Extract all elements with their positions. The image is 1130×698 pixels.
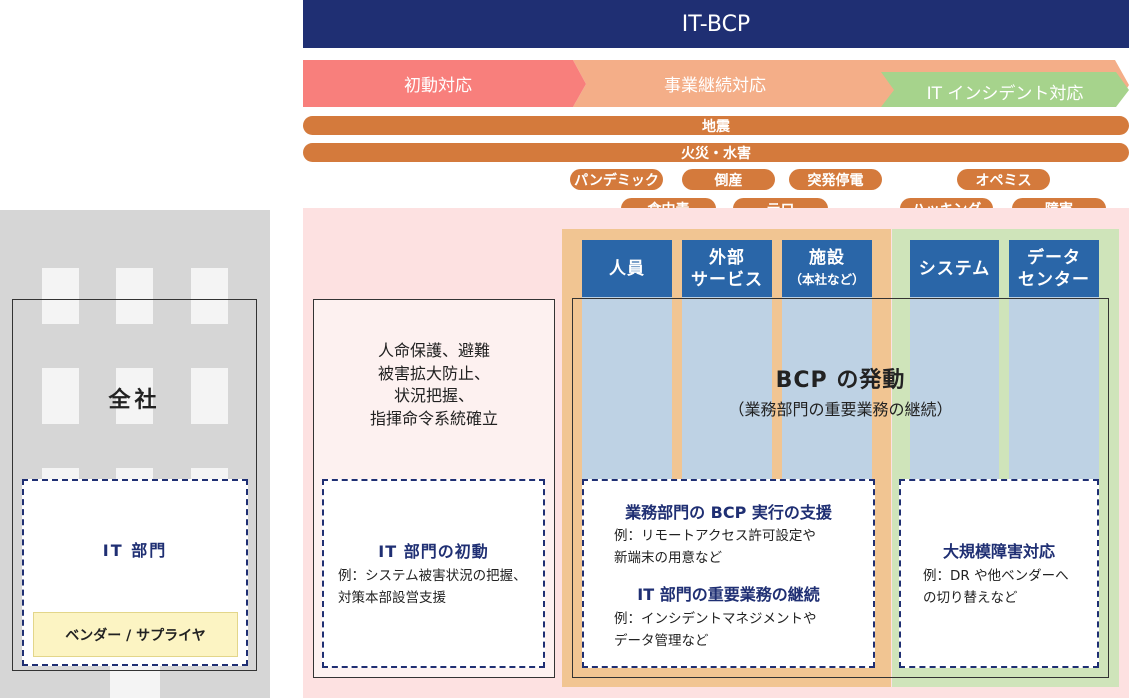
personnel-header: 人員 — [582, 240, 672, 297]
bcp-subtitle: （業務部門の重要業務の継続） — [728, 400, 953, 419]
initial-line: 被害拡大防止、 — [377, 363, 490, 383]
building-window — [191, 368, 228, 424]
personnel-header-label: 人員 — [609, 258, 645, 279]
facility-header-line1: 施設 — [809, 247, 845, 268]
phase-arrows — [303, 60, 1129, 107]
company-frame — [12, 299, 257, 671]
vendor-supplier-box: ベンダー / サプライヤ — [33, 612, 238, 657]
building-window — [116, 368, 153, 424]
initial-line: 指揮命令系統確立 — [369, 408, 498, 428]
initial-it-desc-line: 対策本部設営支援 — [338, 590, 446, 606]
building-window — [42, 268, 79, 324]
support-title-2: IT 部門の重要業務の継続 — [637, 585, 820, 604]
support-desc-2-line: データ管理など — [614, 633, 709, 649]
risk-fire-flood: 火災・水害 — [303, 143, 1129, 162]
phase-incident-label: IT インシデント対応 — [926, 84, 1084, 104]
phase-incident-arrow — [881, 72, 1129, 107]
system-header-label: システム — [918, 258, 991, 279]
system-header: システム — [910, 240, 999, 297]
company-it-label: IT 部門 — [102, 541, 168, 560]
risk-operation-miss: オペミス — [957, 169, 1050, 190]
phase-continuity-label: 事業継続対応 — [664, 76, 766, 96]
building-window — [191, 268, 228, 324]
initial-it-desc: 例：システム被害状況の把握、 対策本部設営支援 — [338, 565, 543, 609]
support-desc-1-line: 例：リモートアクセス許可設定や — [614, 528, 816, 544]
datacenter-header: データ センター — [1009, 240, 1099, 297]
datacenter-header-line1: データ — [1027, 247, 1081, 268]
external-service-header: 外部 サービス — [682, 240, 772, 297]
major-failure-title: 大規模障害対応 — [942, 542, 1055, 561]
risk-blackout: 突発停電 — [789, 169, 882, 190]
initial-it-desc-line: 例：システム被害状況の把握、 — [338, 568, 527, 584]
support-desc-1: 例：リモートアクセス許可設定や 新端末の用意など — [614, 525, 869, 569]
major-failure-box — [899, 479, 1099, 668]
building-window — [42, 368, 79, 424]
datacenter-header-line2: センター — [1018, 269, 1090, 290]
initial-it-title: IT 部門の初動 — [378, 542, 489, 561]
initial-line: 人命保護、避難 — [377, 341, 490, 360]
diagram-title: IT-BCP — [303, 0, 1129, 48]
support-box — [582, 479, 875, 668]
external-header-line1: 外部 — [709, 247, 745, 268]
support-desc-1-line: 新端末の用意など — [614, 550, 722, 566]
risk-earthquake: 地震 — [303, 116, 1129, 135]
major-failure-desc-line: 例：DR や他ベンダーへ — [923, 568, 1069, 584]
support-desc-2-line: 例：インシデントマネジメントや — [614, 611, 817, 627]
phase-initial-label: 初動対応 — [404, 76, 472, 96]
external-header-line2: サービス — [691, 269, 763, 290]
major-failure-desc-line: の切り替えなど — [923, 590, 1018, 606]
company-label: 全社 — [108, 388, 161, 413]
facility-header-line2: （本社など） — [789, 271, 865, 287]
initial-response-text: 人命保護、避難 被害拡大防止、 状況把握、 指揮命令系統確立 — [313, 340, 555, 430]
bcp-title: BCP の発動 — [775, 368, 906, 393]
phase-initial-arrow — [303, 60, 586, 107]
bcp-frame — [572, 298, 1109, 678]
building-door — [110, 666, 160, 698]
support-desc-2: 例：インシデントマネジメントや データ管理など — [614, 608, 869, 652]
initial-line: 状況把握、 — [393, 386, 474, 405]
facility-header: 施設 （本社など） — [782, 240, 872, 297]
initial-it-box — [322, 479, 545, 668]
risk-bankruptcy: 倒産 — [682, 169, 775, 190]
building-window — [116, 268, 153, 324]
major-failure-desc: 例：DR や他ベンダーへ の切り替えなど — [923, 565, 1093, 609]
support-title-1: 業務部門の BCP 実行の支援 — [625, 503, 832, 522]
risk-pandemic: パンデミック — [570, 169, 663, 190]
